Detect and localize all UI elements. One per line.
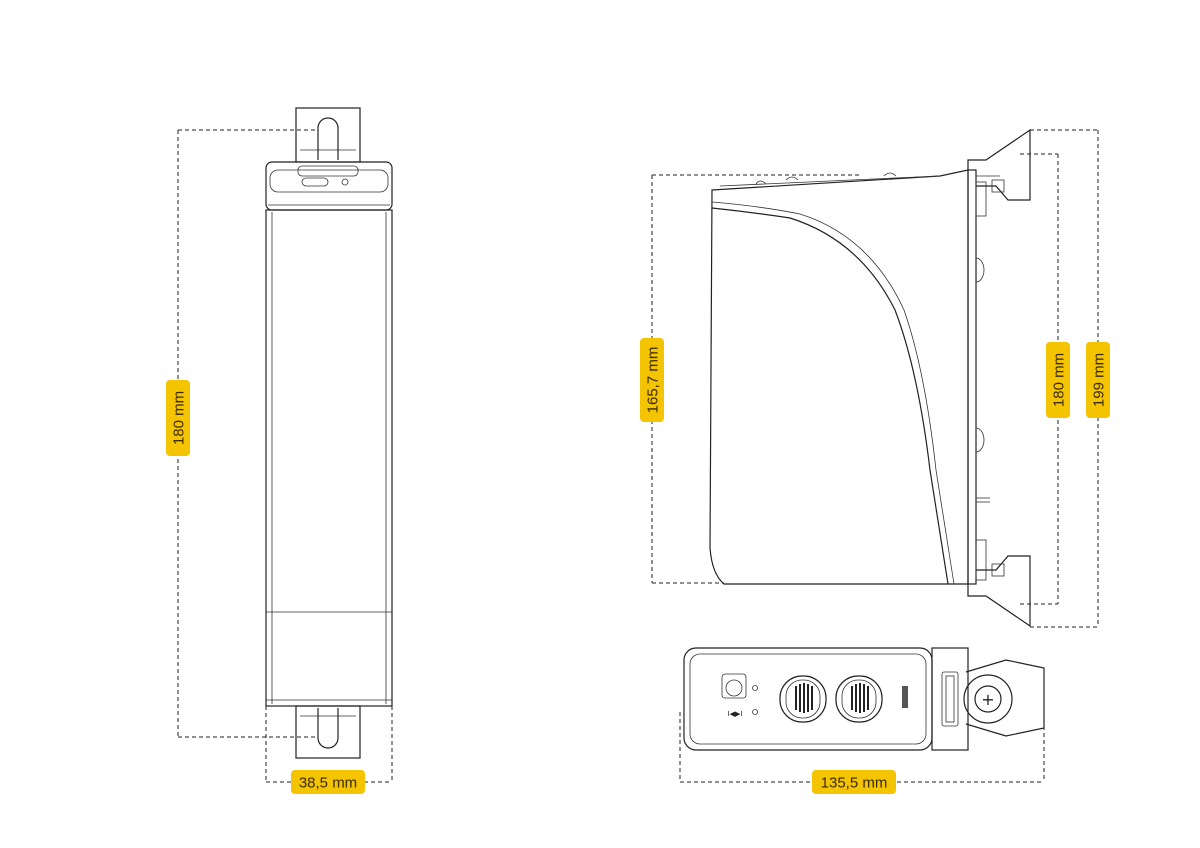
side-top-knobs bbox=[719, 172, 941, 187]
front-head-cap bbox=[265, 161, 393, 211]
side-mounting-plate bbox=[967, 169, 1000, 585]
side-cover-curve bbox=[711, 207, 949, 585]
label-side-body-height-text: 165,7 mm bbox=[645, 347, 662, 414]
front-body bbox=[265, 209, 393, 707]
top-view: + I◀▶I bbox=[679, 647, 1045, 783]
front-top-bracket bbox=[295, 107, 361, 163]
label-side-body-height: 165,7 mm bbox=[640, 338, 664, 422]
label-front-width: 38,5 mm bbox=[291, 770, 365, 794]
top-up-button[interactable] bbox=[779, 675, 827, 723]
skip-symbol-label: I◀▶I bbox=[728, 710, 743, 718]
label-front-height-text: 180 mm bbox=[171, 391, 188, 445]
label-side-inner-height-text: 180 mm bbox=[1051, 353, 1068, 407]
top-bracket: + bbox=[963, 659, 1045, 737]
side-top-bracket bbox=[967, 128, 1031, 201]
label-front-width-text: 38,5 mm bbox=[299, 775, 357, 792]
side-view bbox=[651, 128, 1099, 628]
top-end-cap bbox=[931, 647, 969, 751]
front-view bbox=[177, 107, 393, 783]
side-body-height-dimension bbox=[651, 174, 860, 584]
top-down-button[interactable] bbox=[835, 675, 883, 723]
label-side-inner-height: 180 mm bbox=[1046, 342, 1070, 418]
top-jack-button[interactable]: I◀▶I bbox=[721, 673, 758, 718]
label-top-length-text: 135,5 mm bbox=[821, 775, 888, 792]
front-bottom-bracket bbox=[295, 705, 361, 759]
label-top-length: 135,5 mm bbox=[812, 770, 896, 794]
label-front-height: 180 mm bbox=[166, 380, 190, 456]
label-side-total-height-text: 199 mm bbox=[1091, 353, 1108, 407]
svg-text:+: + bbox=[981, 690, 994, 709]
front-height-dimension bbox=[177, 129, 318, 738]
side-bottom-bracket bbox=[967, 555, 1031, 628]
top-brand-logo bbox=[902, 686, 908, 708]
label-side-total-height: 199 mm bbox=[1086, 342, 1110, 418]
